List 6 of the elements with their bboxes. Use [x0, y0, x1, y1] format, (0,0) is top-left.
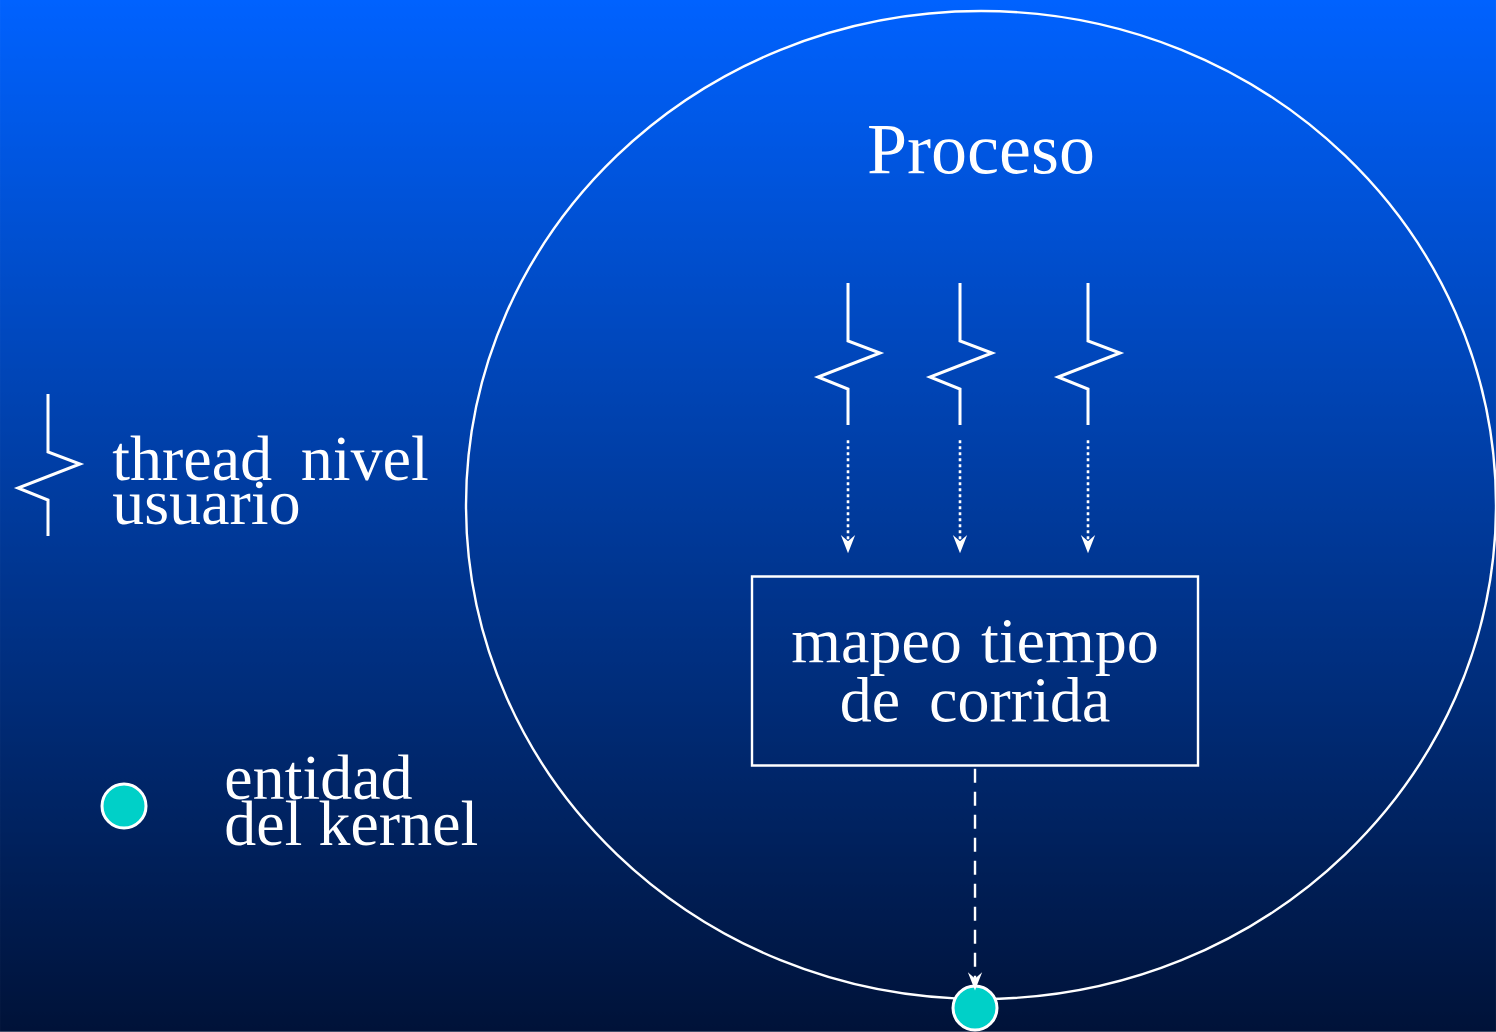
legend-label: thread nivel usuario: [112, 435, 428, 525]
thread-symbol: [813, 283, 885, 425]
mapping-box: mapeo tiempo de corrida: [750, 575, 1200, 767]
kernel-entity-circle: [951, 984, 999, 1032]
thread-symbol: [925, 283, 997, 425]
thread-symbol: [1053, 283, 1125, 425]
